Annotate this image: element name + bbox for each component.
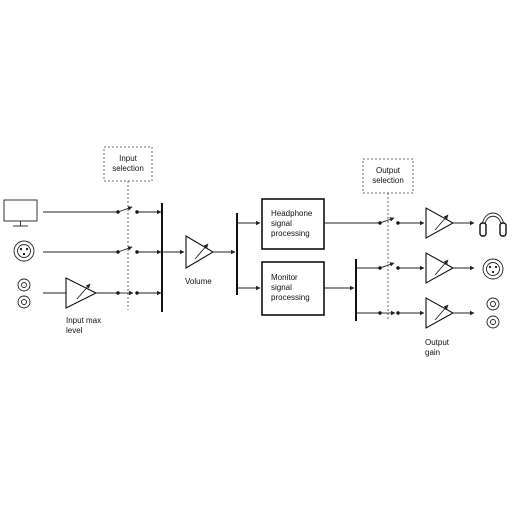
input-max-level-line1: Input max xyxy=(66,316,102,325)
input-line-2 xyxy=(43,246,162,255)
input-selection-box xyxy=(103,146,153,310)
input-selection-line1: Input xyxy=(119,154,137,163)
headphone-line2: signal xyxy=(271,219,292,228)
monitor-output-line-1 xyxy=(356,262,425,271)
output-gain-amp-headphone xyxy=(425,207,475,239)
volume-line: Volume xyxy=(185,277,212,286)
headphone-processing-label: Headphone signal processing xyxy=(271,209,312,239)
xlr-connector-icon xyxy=(13,240,35,262)
input-line-1 xyxy=(43,206,162,215)
xlr-connector-icon xyxy=(482,258,504,280)
monitor-line2: signal xyxy=(271,283,292,292)
input-max-level-line2: level xyxy=(66,326,83,335)
headphone-line3: processing xyxy=(271,229,310,238)
output-gain-amp-xlr xyxy=(425,252,475,284)
input-line-3 xyxy=(43,277,162,309)
monitor-processing-label: Monitor signal processing xyxy=(271,273,310,303)
output-gain-line1: Output xyxy=(425,338,450,347)
input-selection-line2: selection xyxy=(112,164,144,173)
volume-stage xyxy=(162,235,236,269)
output-selection-line1: Output xyxy=(375,166,400,175)
output-gain-label: Output gain xyxy=(425,338,449,358)
rca-connectors-icon xyxy=(17,278,31,309)
monitor-processing-path xyxy=(237,261,355,316)
input-selection-label: Input selection xyxy=(104,154,152,174)
output-gain-amp-rca xyxy=(425,297,475,329)
output-selection-label: Output selection xyxy=(363,166,413,186)
headphone-line1: Headphone xyxy=(271,209,313,218)
monitor-line1: Monitor xyxy=(271,273,298,282)
monitor-line3: processing xyxy=(271,293,310,302)
headphone-processing-path xyxy=(237,198,425,250)
monitor-screen-icon xyxy=(3,199,38,227)
rca-connectors-icon xyxy=(486,297,500,329)
headphones-icon xyxy=(479,212,507,237)
volume-label: Volume xyxy=(185,277,212,287)
monitor-output-line-2 xyxy=(356,310,425,316)
output-gain-line2: gain xyxy=(425,348,441,357)
input-max-level-label: Input max level xyxy=(66,316,101,336)
output-selection-line2: selection xyxy=(372,176,404,185)
output-selection-box xyxy=(362,158,414,320)
